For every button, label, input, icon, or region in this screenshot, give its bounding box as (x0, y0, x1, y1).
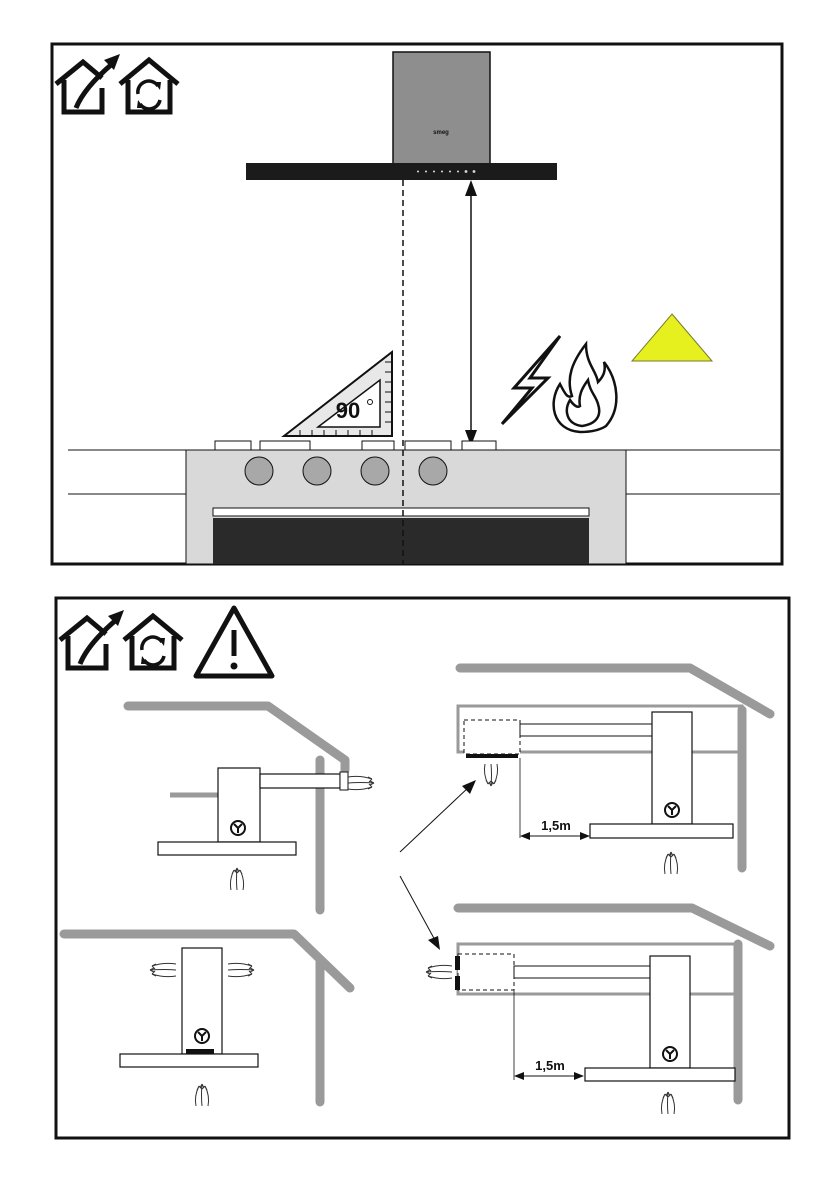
exhaust-duct (520, 724, 652, 736)
bottom-panel: 1,5m 1,5m (56, 598, 789, 1138)
remote-motor (464, 720, 520, 754)
fan-icon (665, 803, 679, 817)
oven-knob (303, 457, 331, 485)
oven-knob (419, 457, 447, 485)
hood-canopy (590, 824, 733, 838)
hood-brand: smeg (433, 130, 449, 136)
hood-canopy (120, 1054, 258, 1067)
fan-icon (195, 1029, 209, 1043)
set-square-angle: 90 (336, 398, 360, 423)
oven-door (213, 518, 589, 564)
exhaust-duct (260, 774, 340, 788)
hood-chimney (393, 52, 490, 165)
hood-canopy (585, 1068, 735, 1081)
fan-icon (231, 821, 245, 835)
recirculation-filter (186, 1049, 214, 1054)
exhaust-duct (514, 966, 650, 978)
oven-knob (361, 457, 389, 485)
top-panel: smeg (52, 44, 782, 564)
hood-canopy (158, 842, 296, 855)
cooker-oven (186, 450, 626, 564)
fan-icon (663, 1047, 677, 1061)
hood-canopy (246, 163, 557, 180)
oven-knob (245, 457, 273, 485)
distance-label: 1,5m (541, 818, 571, 833)
oven-handle (213, 508, 589, 516)
distance-label: 1,5m (535, 1058, 565, 1073)
remote-motor (458, 954, 514, 990)
